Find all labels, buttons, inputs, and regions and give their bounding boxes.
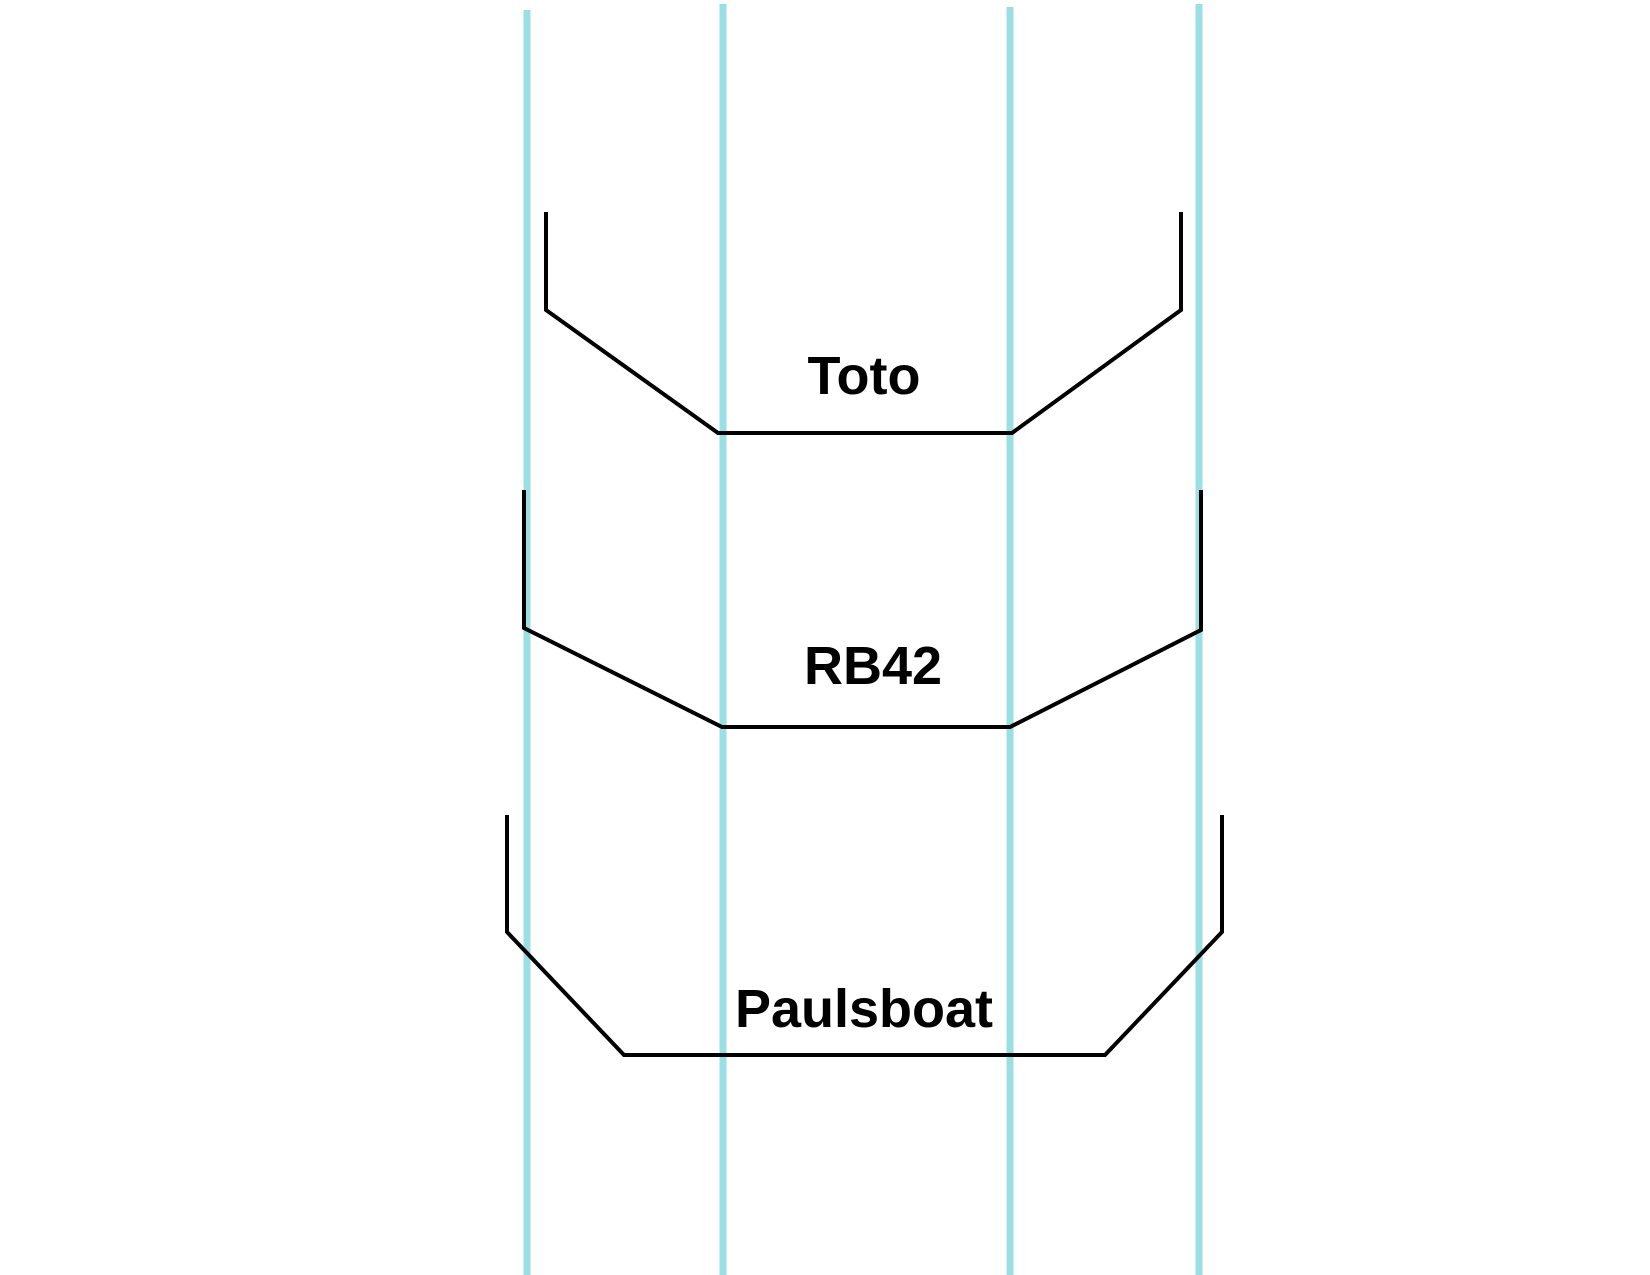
hull-profile-toto — [544, 212, 1183, 435]
hull-profile-rb42 — [522, 490, 1203, 729]
hull-label-paulsboat: Paulsboat — [735, 979, 993, 1039]
hull-label-rb42: RB42 — [804, 636, 942, 696]
hull-labels: Toto RB42 Paulsboat — [735, 346, 993, 1039]
hull-profiles — [505, 212, 1224, 1057]
hull-label-toto: Toto — [808, 346, 921, 406]
reference-guides — [523, 4, 1203, 1275]
hull-profile-paulsboat — [505, 815, 1224, 1057]
